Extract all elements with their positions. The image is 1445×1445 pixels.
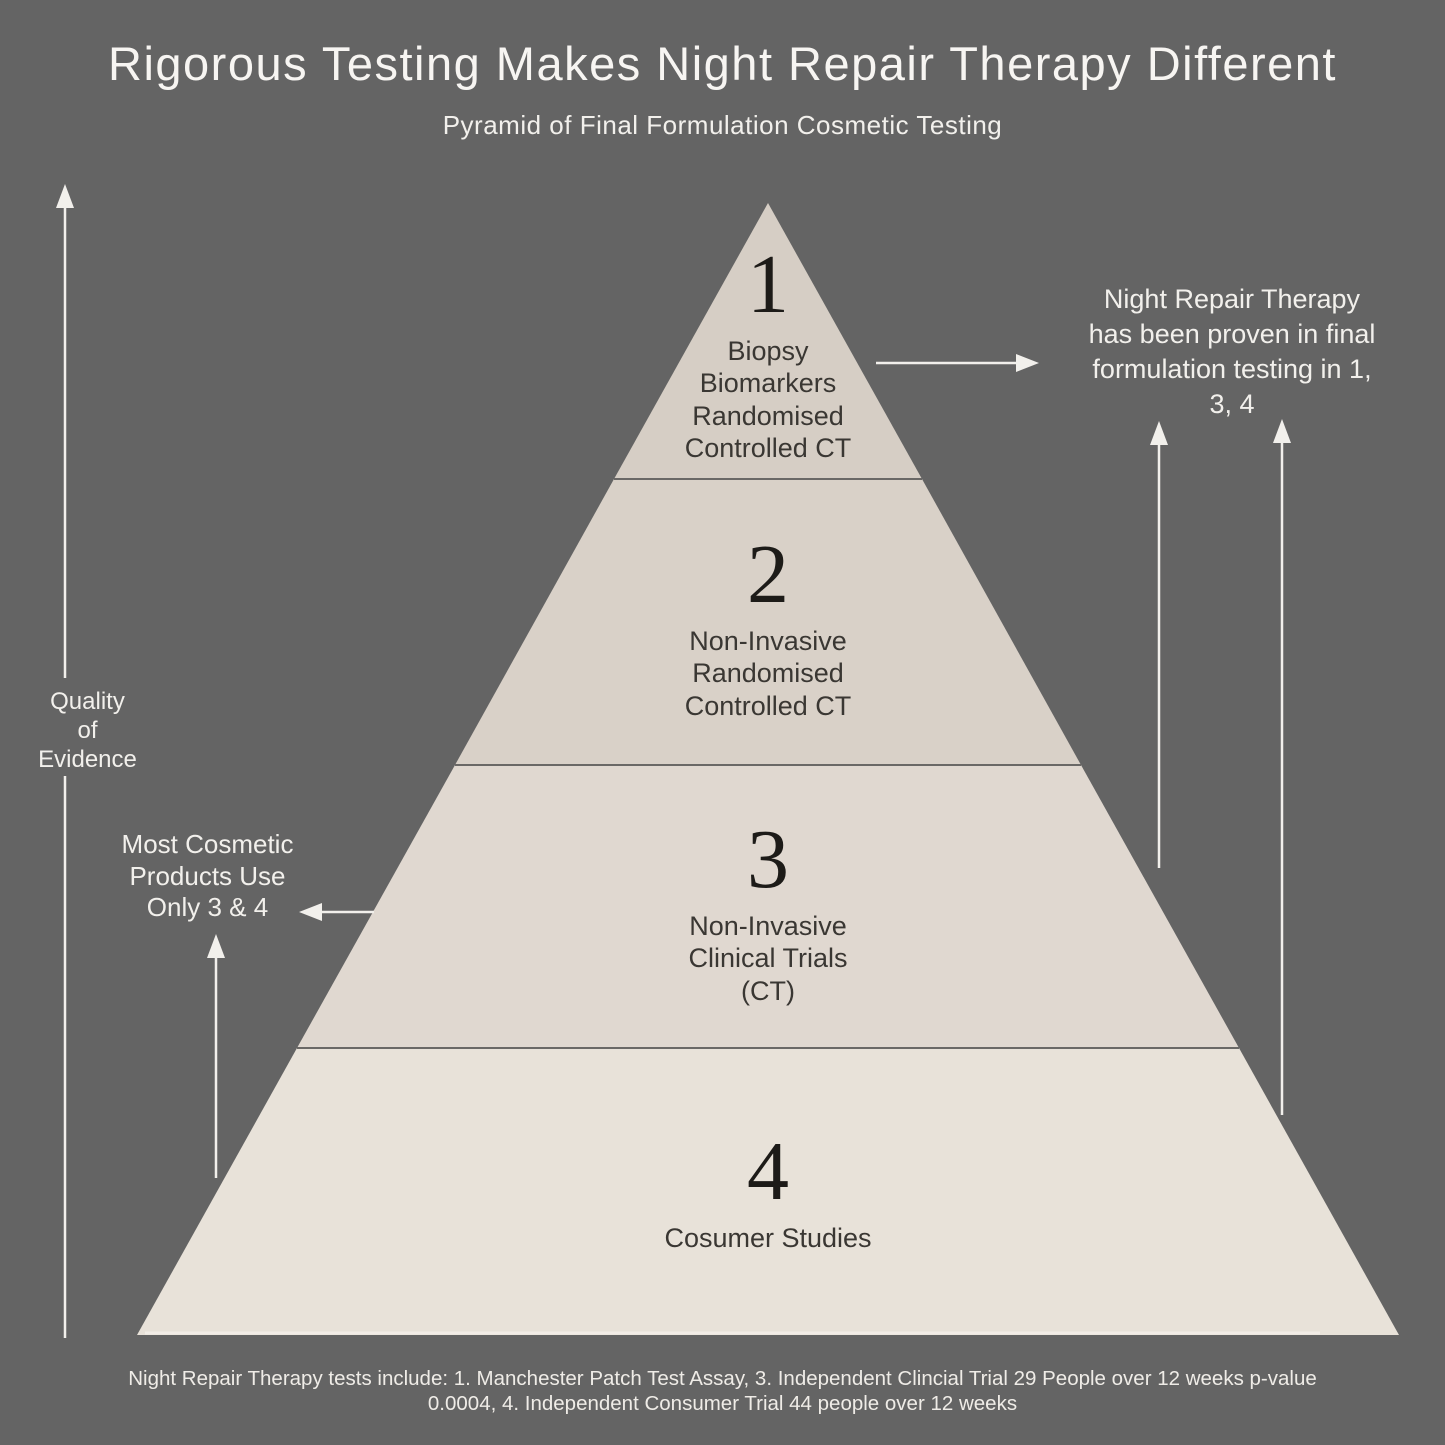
tier2-label: Non-Invasive Randomised Controlled CT	[684, 626, 852, 721]
most-cosmetic-label: Most Cosmetic Products Use Only 3 & 4	[121, 829, 294, 923]
quality-of-evidence-label: Quality of Evidence	[38, 688, 137, 773]
tier4-label: Cosumer Studies	[664, 1223, 872, 1253]
page-title: Rigorous Testing Makes Night Repair Ther…	[108, 37, 1337, 90]
tier1-text-block: 1 Biopsy Biomarkers Randomised Controlle…	[593, 243, 943, 465]
tier1-number: 1	[747, 238, 789, 331]
pyramid-tier4-shape	[137, 1048, 1399, 1335]
quality-axis-up-arrow-icon	[56, 184, 74, 1338]
pyramid-tier1-shape	[614, 203, 922, 479]
night-repair-note: Night Repair Therapy has been proven in …	[1088, 284, 1376, 420]
proven-inner-up-arrow-icon	[1150, 421, 1168, 868]
most-cosmetic-up-arrow-icon	[207, 934, 225, 1178]
pyramid-tier2-shape	[455, 479, 1081, 765]
tier3-label: Non-Invasive Clinical Trials (CT)	[688, 911, 848, 1006]
most-cosmetic-left-arrow-icon	[299, 903, 374, 921]
tier3-number: 3	[747, 813, 789, 906]
footer-caption: Night Repair Therapy tests include: 1. M…	[128, 1367, 1317, 1415]
tier2-text-block: 2 Non-Invasive Randomised Controlled CT	[568, 533, 968, 722]
pyramid-tier3-shape	[297, 765, 1239, 1048]
tier4-number: 4	[747, 1125, 789, 1218]
tier4-text-block: 4 Cosumer Studies	[543, 1130, 993, 1254]
tier1-label: Biopsy Biomarkers Randomised Controlled …	[684, 336, 852, 464]
page-subtitle: Pyramid of Final Formulation Cosmetic Te…	[442, 110, 1003, 140]
tier1-right-arrow-icon	[876, 354, 1039, 372]
proven-outer-up-arrow-icon	[1273, 419, 1291, 1115]
tier3-text-block: 3 Non-Invasive Clinical Trials (CT)	[568, 818, 968, 1007]
tier2-number: 2	[747, 528, 789, 621]
